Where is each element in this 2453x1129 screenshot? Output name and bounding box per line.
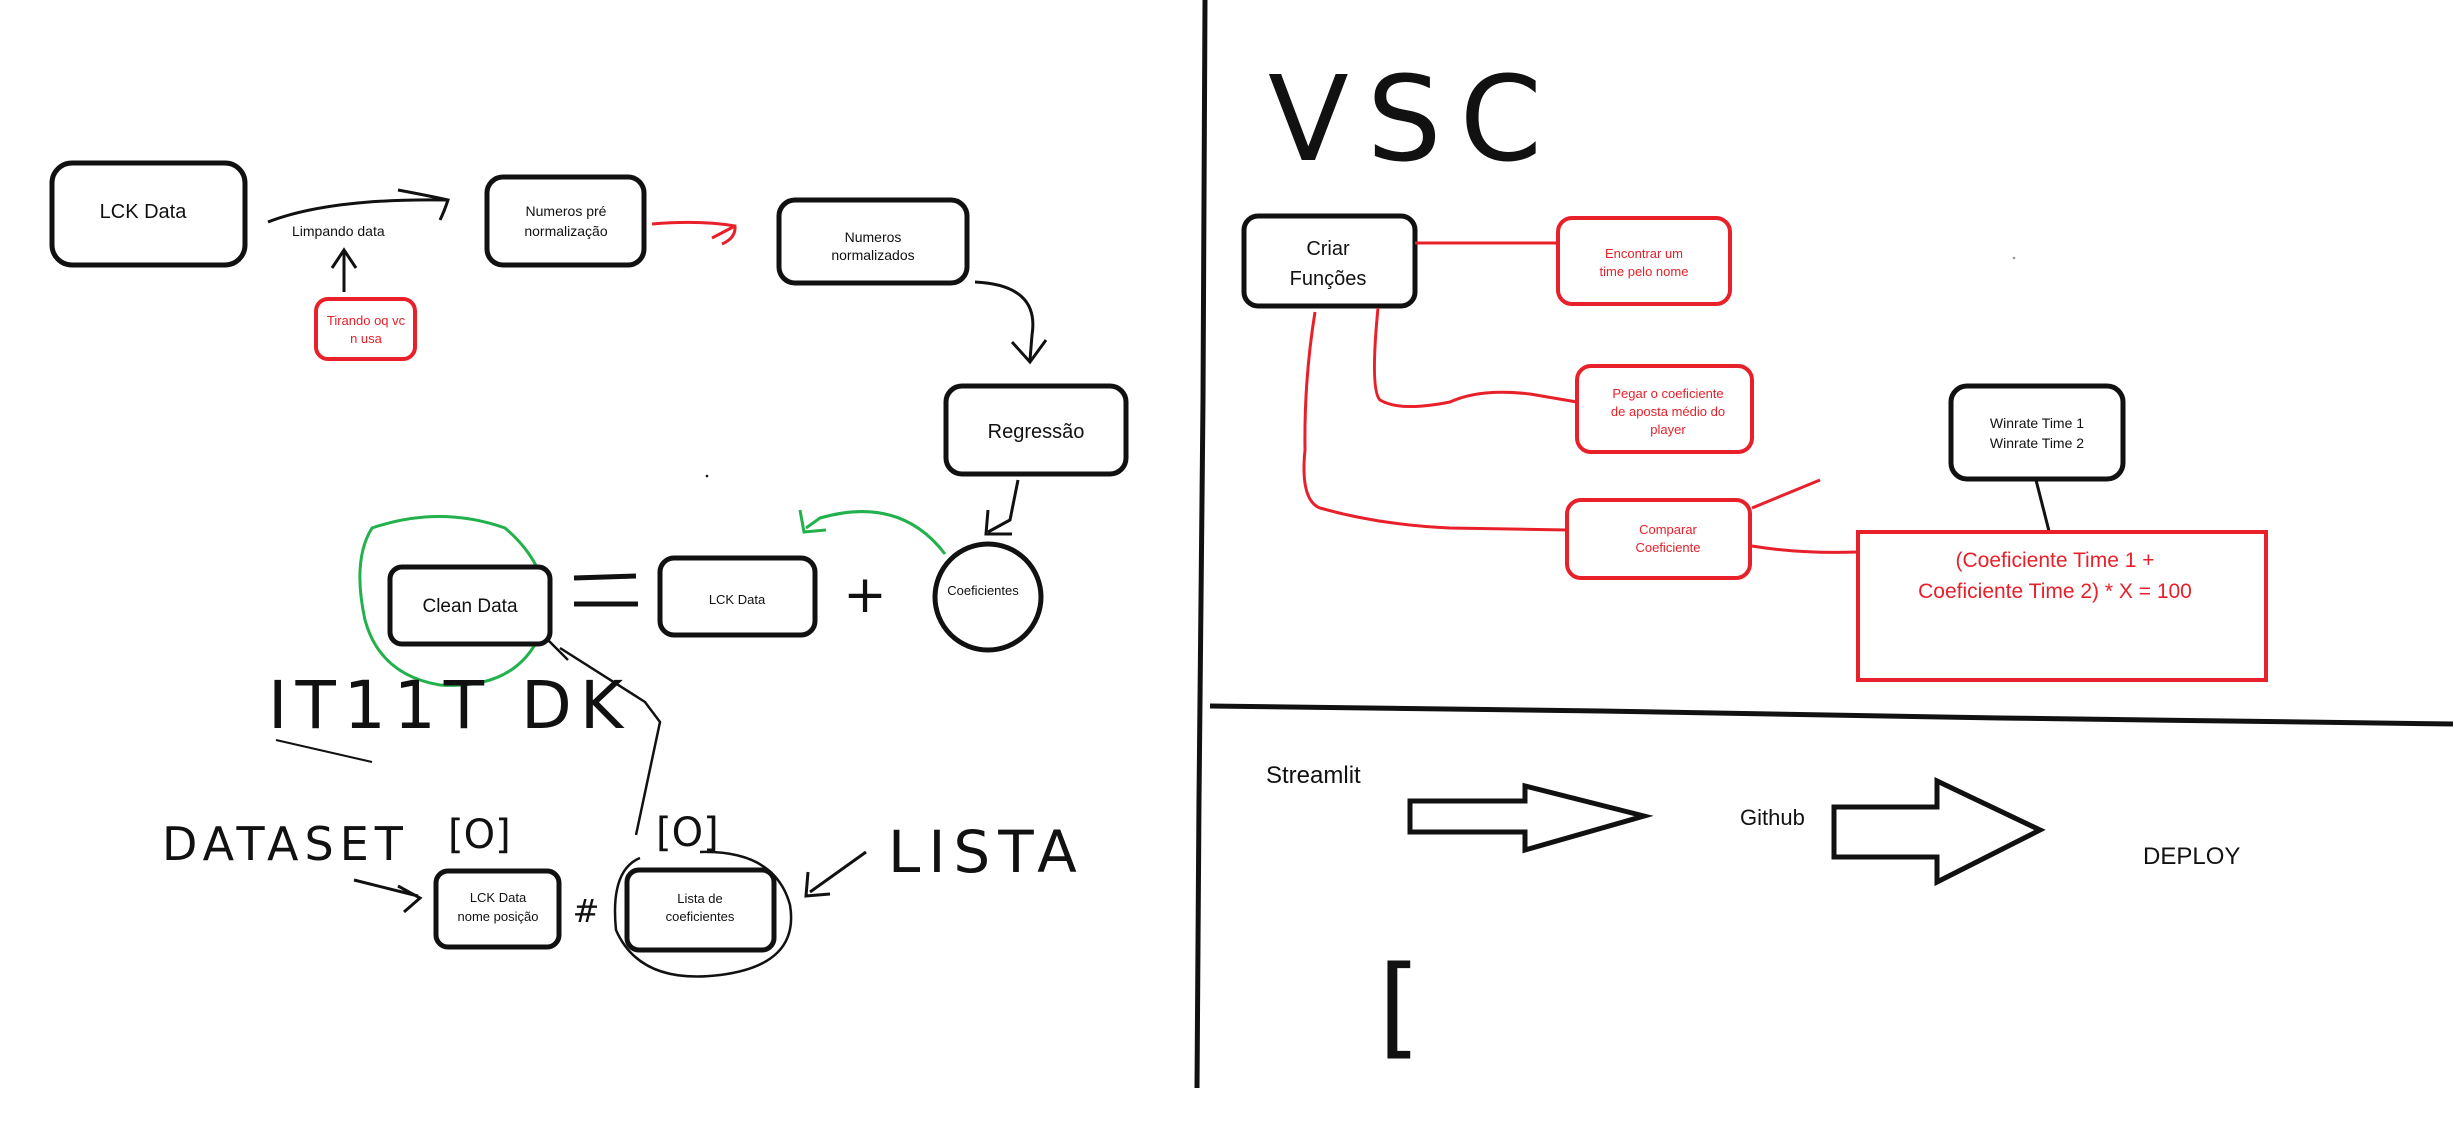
stray-dot — [2012, 256, 2016, 260]
connector-pegar — [1372, 307, 1578, 409]
vertical-divider — [1194, 0, 1208, 1089]
streamlit-label: Streamlit — [1266, 762, 1361, 789]
bracket-glyph: [ — [1378, 942, 1421, 1070]
criar-line-2: Funções — [1290, 268, 1367, 290]
numeros-pre-node: Numeros pré normalização — [484, 174, 647, 268]
lista-label: LISTA — [888, 818, 1085, 886]
github-label: Github — [1740, 805, 1805, 830]
numeros-normalizados-node: Numeros normalizados — [776, 197, 970, 286]
pegar-line-2: de aposta médio do — [1611, 404, 1725, 419]
pegar-line-1: Pegar o coeficiente — [1612, 386, 1723, 401]
plus-sign: + — [843, 565, 887, 625]
handwritten-note: IT11T DK — [268, 667, 631, 744]
deploy-label: DEPLOY — [2143, 843, 2240, 870]
lista-line-2: coeficientes — [666, 909, 735, 924]
limpando-data-label: Limpando data — [292, 223, 385, 239]
connector-lista-clean — [547, 639, 662, 836]
pegar-line-3: player — [1650, 422, 1686, 437]
green-circle — [358, 515, 547, 687]
lck-data-node: LCK Data — [49, 160, 248, 268]
formula-line-2: Coeficiente Time 2) * X = 100 — [1918, 580, 2192, 603]
comparar-line-1: Comparar — [1639, 522, 1697, 537]
big-arrow-1 — [1407, 782, 1654, 854]
lck-data-small-node: LCK Data — [657, 555, 818, 638]
tirando-line-1: Tirando oq vc — [327, 313, 406, 328]
arrow-to-coeficientes — [984, 479, 1020, 536]
green-arrow — [798, 509, 947, 555]
lck-nome-posicao-node: LCK Data nome posição — [433, 868, 562, 950]
big-arrow-2 — [1831, 777, 2046, 887]
arrow-tirando-up — [330, 247, 358, 292]
lck-data-small-label: LCK Data — [709, 592, 766, 607]
connector-comparar — [1302, 311, 1568, 532]
winrate-line-1: Winrate Time 1 — [1990, 415, 2084, 431]
winrate-node: Winrate Time 1 Winrate Time 2 — [1948, 383, 2126, 482]
arrow-dataset — [353, 878, 423, 914]
coeficientes-label: Coeficientes — [947, 583, 1019, 598]
connector-winrate — [2034, 479, 2052, 536]
lck-data-label: LCK Data — [100, 201, 188, 223]
lck-nome-line-2: nome posição — [458, 909, 539, 924]
connector-comparar-out — [1751, 478, 1821, 510]
bracket-right: [O] — [656, 810, 719, 856]
encontrar-line-1: Encontrar um — [1605, 246, 1683, 261]
lista-line-1: Lista de — [677, 891, 723, 906]
lck-nome-line-1: LCK Data — [470, 890, 527, 905]
pegar-node: Pegar o coeficiente de aposta médio do p… — [1575, 364, 1754, 454]
comparar-node: Comparar Coeficiente — [1565, 498, 1752, 580]
coeficientes-node: Coeficientes — [932, 541, 1044, 653]
arrow-limpando — [267, 188, 450, 224]
note-underline — [275, 739, 373, 763]
winrate-line-2: Winrate Time 2 — [1990, 435, 2084, 451]
regressao-label: Regressão — [988, 421, 1085, 443]
formula-line-1: (Coeficiente Time 1 + — [1955, 549, 2154, 572]
normalizados-line-1: Numeros — [845, 229, 902, 245]
equals-sign — [573, 573, 638, 607]
stray-dot — [705, 474, 709, 478]
clean-data-label: Clean Data — [422, 596, 517, 617]
comparar-line-2: Coeficiente — [1635, 540, 1700, 555]
hash-sign: # — [573, 892, 600, 930]
criar-funcoes-node: Criar Funções — [1241, 213, 1418, 309]
encontrar-node: Encontrar um time pelo nome — [1556, 216, 1732, 306]
bracket-left: [O] — [448, 812, 511, 858]
regressao-node: Regressão — [943, 383, 1129, 477]
tirando-node: Tirando oq vc n usa — [314, 297, 417, 361]
lista-coeficientes-node: Lista de coeficientes — [613, 850, 793, 978]
criar-line-1: Criar — [1306, 238, 1350, 260]
red-arrow-normalize — [651, 220, 737, 246]
arrow-lista — [804, 850, 867, 898]
normalizados-line-2: normalizados — [831, 247, 914, 263]
horizontal-divider — [1209, 703, 2453, 727]
clean-data-node: Clean Data — [358, 515, 553, 687]
tirando-line-2: n usa — [350, 331, 383, 346]
dataset-label: DATASET — [162, 817, 409, 871]
formula-box: (Coeficiente Time 1 + Coeficiente Time 2… — [1856, 530, 2268, 682]
encontrar-line-2: time pelo nome — [1600, 264, 1689, 279]
connector-formula — [1751, 544, 1859, 554]
numeros-pre-line-2: normalização — [524, 223, 607, 239]
numeros-pre-line-1: Numeros pré — [526, 203, 607, 219]
vsc-label: VSC — [1268, 50, 1560, 188]
arrow-to-regressao — [974, 280, 1048, 365]
